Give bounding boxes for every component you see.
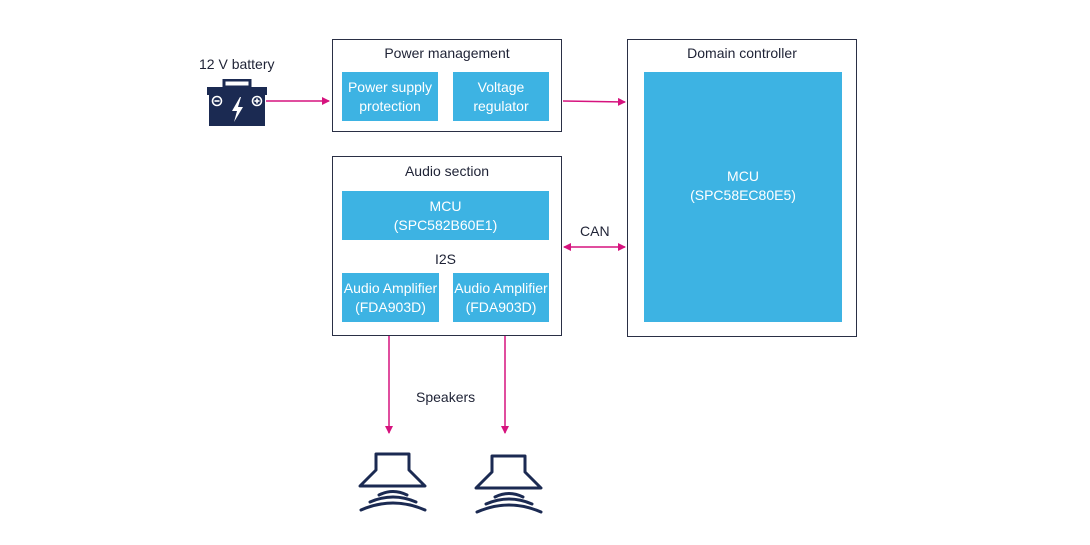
block-line: Power supply bbox=[347, 78, 433, 95]
audio-amplifier-block-1: Audio Amplifier (FDA903D) bbox=[342, 273, 439, 322]
speaker-icon bbox=[474, 454, 543, 514]
speaker-icon bbox=[358, 452, 427, 512]
domain-controller-title: Domain controller bbox=[687, 45, 797, 61]
audio-amplifier-block-2: Audio Amplifier (FDA903D) bbox=[453, 273, 549, 322]
block-line: (SPC58EC80E5) bbox=[690, 187, 796, 203]
audio-section-title: Audio section bbox=[404, 163, 490, 179]
block-line: Voltage bbox=[477, 78, 525, 95]
power-management-title: Power management bbox=[384, 45, 510, 61]
car-battery-icon bbox=[207, 79, 267, 126]
block-line: MCU bbox=[429, 197, 462, 214]
audio-section: Audio section MCU (SPC582B60E1) Audio Amp… bbox=[332, 156, 562, 336]
block-line: MCU bbox=[727, 168, 759, 184]
block-line: regulator bbox=[473, 97, 529, 114]
block-line: Audio Amplifier bbox=[454, 279, 548, 296]
battery-label: 12 V battery bbox=[199, 56, 275, 72]
block-line: (SPC582B60E1) bbox=[393, 216, 498, 233]
block-line: (FDA903D) bbox=[465, 298, 537, 315]
power-supply-protection-block: Power supply protection bbox=[342, 72, 438, 121]
block-line: protection bbox=[359, 97, 421, 114]
audio-mcu-block: MCU (SPC582B60E1) bbox=[342, 191, 549, 240]
domain-mcu-block: MCU (SPC58EC80E5) bbox=[644, 72, 842, 322]
speakers-label: Speakers bbox=[416, 389, 476, 405]
domain-controller-section: Domain controller MCU (SPC58EC80E5) bbox=[627, 39, 857, 337]
block-line: Audio Amplifier bbox=[343, 279, 438, 296]
can-label: CAN bbox=[580, 223, 610, 239]
power-to-domain-arrow bbox=[562, 97, 626, 106]
i2s-label: I2S bbox=[435, 251, 457, 267]
voltage-regulator-block: Voltage regulator bbox=[453, 72, 549, 121]
block-line: (FDA903D) bbox=[355, 298, 426, 315]
